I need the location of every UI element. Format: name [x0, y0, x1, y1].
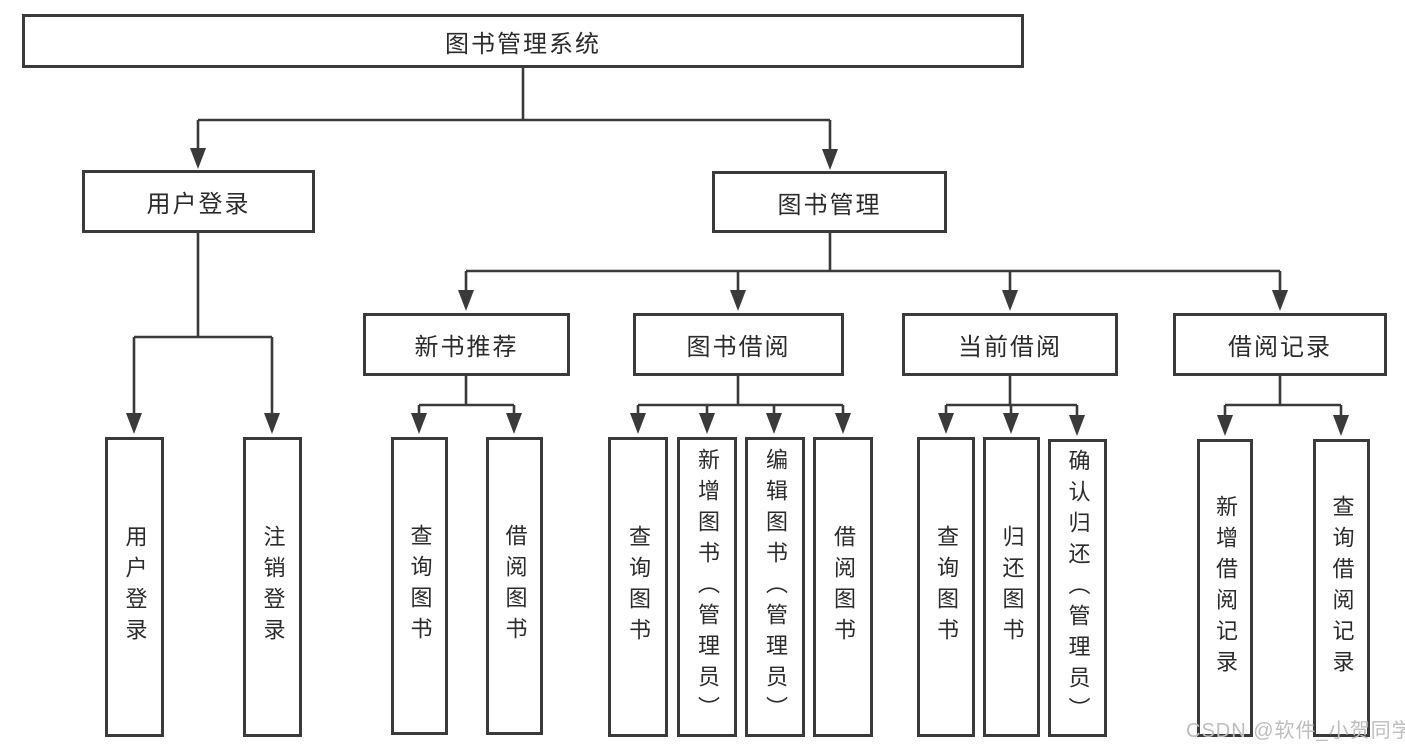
node-current-borrow: 当前借阅	[902, 313, 1118, 376]
leaf-add-borrow-record: 新增借阅记录	[1197, 439, 1253, 737]
leaf-query-book: 查询图书	[608, 437, 668, 737]
leaf-query-book: 查询图书	[391, 437, 448, 735]
leaf-borrow-book: 借阅图书	[486, 437, 543, 735]
leaf-add-book-admin: 新增图书（管理员）	[677, 437, 737, 737]
leaf-edit-book-admin: 编辑图书（管理员）	[745, 437, 805, 737]
leaf-borrow-book: 借阅图书	[813, 437, 873, 737]
node-user-login: 用户登录	[82, 170, 315, 233]
leaf-confirm-return-admin: 确认归还（管理员）	[1048, 439, 1107, 737]
leaf-user-login: 用户登录	[105, 437, 164, 737]
node-new-book-recommend: 新书推荐	[363, 313, 570, 376]
leaf-return-book: 归还图书	[983, 437, 1040, 737]
csdn-watermark: CSDN @软件_小贺同学	[1186, 720, 1405, 742]
node-borrow-records: 借阅记录	[1173, 313, 1387, 376]
node-root: 图书管理系统	[22, 14, 1024, 68]
leaf-query-borrow-record: 查询借阅记录	[1313, 439, 1370, 737]
arrowheads	[126, 148, 1349, 436]
node-book-borrow: 图书借阅	[633, 313, 844, 376]
node-book-management: 图书管理	[712, 171, 947, 233]
leaf-logout-login: 注销登录	[243, 437, 302, 737]
leaf-query-book: 查询图书	[917, 437, 975, 737]
